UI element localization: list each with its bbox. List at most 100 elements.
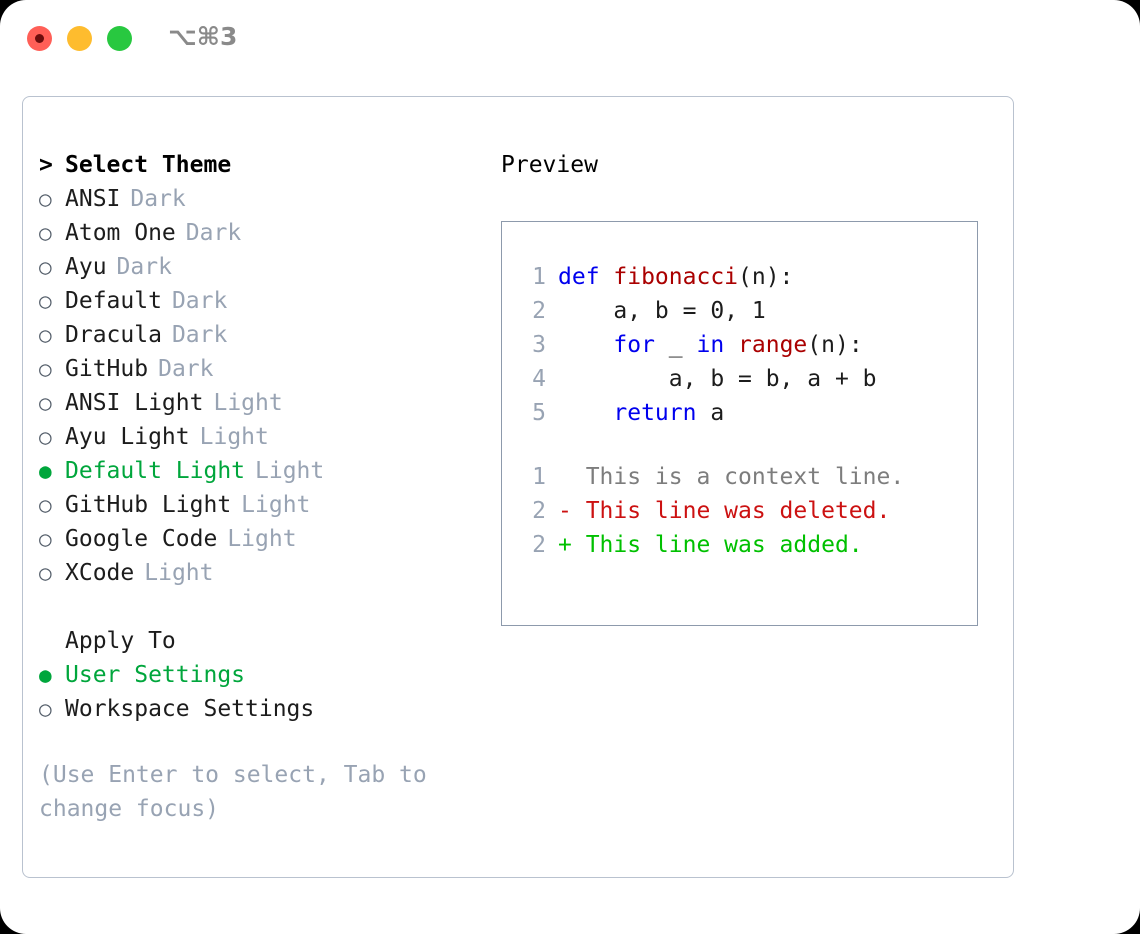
theme-label: GitHub: [65, 356, 149, 382]
zoom-button[interactable]: [107, 26, 132, 51]
line-number: 3: [532, 332, 546, 358]
code-line: 1 def fibonacci(n):: [512, 260, 971, 294]
theme-option-default-light[interactable]: ● Default Light Light: [39, 454, 479, 488]
theme-label: ANSI: [65, 186, 121, 212]
radio-icon: ○: [39, 561, 52, 585]
line-number: 2: [532, 298, 546, 324]
diff-line-deleted: 2 - This line was deleted.: [512, 494, 971, 528]
code-line: 3 for _ in range(n):: [512, 328, 971, 362]
code-content: def fibonacci(n):: [558, 260, 793, 294]
code-line: 2 a, b = 0, 1: [512, 294, 971, 328]
theme-tag: Light: [255, 458, 325, 484]
theme-tag: Light: [199, 424, 269, 450]
code-token-keyword: return: [613, 400, 697, 426]
radio-icon: ○: [39, 391, 52, 415]
theme-tag: Light: [213, 390, 283, 416]
section-gap: [39, 590, 479, 624]
diff-line-added: 2 + This line was added.: [512, 528, 971, 562]
code-token-keyword: def: [558, 264, 614, 290]
window-controls: [27, 26, 132, 51]
code-line: 4 a, b = b, a + b: [512, 362, 971, 396]
apply-to-title: Apply To: [65, 628, 176, 654]
diff-content: This is a context line.: [558, 464, 905, 490]
theme-label: XCode: [65, 560, 135, 586]
theme-picker-column: > Select Theme ○ ANSI Dark ○ Atom One Da…: [39, 148, 479, 826]
diff-line-context: 1 This is a context line.: [512, 460, 971, 494]
titlebar: ⌥⌘3: [0, 0, 1140, 78]
radio-icon: ○: [39, 289, 52, 313]
code-content: return a: [558, 396, 724, 430]
code-token-plain: [558, 332, 613, 358]
line-number: 2: [532, 498, 546, 524]
apply-to-label: User Settings: [65, 662, 246, 688]
code-content: a, b = b, a + b: [558, 366, 877, 392]
theme-tag: Dark: [116, 254, 172, 280]
line-number: 1: [532, 464, 546, 490]
preview-column: Preview 1 def fibonacci(n): 2 a, b = 0, …: [501, 148, 1001, 626]
keyboard-hint-text: (Use Enter to select, Tab to change focu…: [39, 762, 427, 822]
theme-label: Google Code: [65, 526, 218, 552]
code-token-plain: _: [654, 332, 697, 358]
theme-tag: Light: [241, 492, 311, 518]
theme-option-xcode[interactable]: ○ XCode Light: [39, 556, 479, 590]
theme-label: ANSI Light: [65, 390, 204, 416]
close-button[interactable]: [27, 26, 52, 51]
theme-option-ayu-light[interactable]: ○ Ayu Light Light: [39, 420, 479, 454]
theme-option-github-dark[interactable]: ○ GitHub Dark: [39, 352, 479, 386]
radio-icon: ○: [39, 221, 52, 245]
theme-option-default-dark[interactable]: ○ Default Dark: [39, 284, 479, 318]
minimize-button[interactable]: [67, 26, 92, 51]
caret-icon: >: [39, 152, 53, 178]
theme-tag: Light: [227, 526, 297, 552]
theme-tag: Dark: [158, 356, 214, 382]
apply-to-option-workspace-settings[interactable]: ○ Workspace Settings: [39, 692, 479, 726]
theme-tag: Dark: [171, 322, 228, 348]
line-number: 4: [532, 366, 546, 392]
theme-option-ansi-light[interactable]: ○ ANSI Light Light: [39, 386, 479, 420]
radio-selected-icon: ●: [39, 459, 52, 483]
theme-label: Default: [65, 288, 162, 314]
radio-icon: ○: [39, 697, 52, 721]
apply-to-label: Workspace Settings: [65, 696, 315, 722]
theme-tag: Dark: [130, 186, 186, 212]
close-icon: [35, 34, 44, 43]
keyboard-shortcut-label: ⌥⌘3: [168, 22, 238, 51]
code-token-plain: [558, 400, 613, 426]
code-preview: 1 def fibonacci(n): 2 a, b = 0, 1 3 for …: [512, 260, 971, 562]
hint-gap: [39, 726, 479, 758]
radio-selected-icon: ●: [39, 663, 52, 687]
theme-tag: Light: [144, 560, 214, 586]
code-token-plain: a: [696, 400, 725, 426]
theme-label: Atom One: [65, 220, 176, 246]
radio-icon: ○: [39, 323, 52, 347]
theme-option-ansi-dark[interactable]: ○ ANSI Dark: [39, 182, 479, 216]
radio-icon: ○: [39, 527, 52, 551]
code-token-function: range: [738, 332, 808, 358]
theme-option-ayu-dark[interactable]: ○ Ayu Dark: [39, 250, 479, 284]
select-theme-header: > Select Theme: [39, 148, 479, 182]
theme-tag: Dark: [171, 288, 228, 314]
theme-option-atom-one-dark[interactable]: ○ Atom One Dark: [39, 216, 479, 250]
radio-icon: ○: [39, 425, 52, 449]
theme-tag: Dark: [185, 220, 242, 246]
theme-option-github-light[interactable]: ○ GitHub Light Light: [39, 488, 479, 522]
preview-box: 1 def fibonacci(n): 2 a, b = 0, 1 3 for …: [501, 221, 978, 626]
code-token-keyword: in: [696, 332, 739, 358]
code-token-keyword: for: [613, 332, 655, 358]
code-content: for _ in range(n):: [558, 328, 863, 362]
radio-icon: ○: [39, 255, 52, 279]
theme-label: Ayu: [65, 254, 107, 280]
theme-option-dracula-dark[interactable]: ○ Dracula Dark: [39, 318, 479, 352]
code-line: 5 return a: [512, 396, 971, 430]
code-content: a, b = 0, 1: [558, 298, 766, 324]
code-token-plain: (n):: [738, 264, 794, 290]
preview-title: Preview: [501, 152, 598, 178]
theme-label: GitHub Light: [65, 492, 232, 518]
theme-option-google-code[interactable]: ○ Google Code Light: [39, 522, 479, 556]
theme-label: Dracula: [65, 322, 162, 348]
line-number: 2: [532, 532, 546, 558]
apply-to-option-user-settings[interactable]: ● User Settings: [39, 658, 479, 692]
code-token-plain: (n):: [807, 332, 863, 358]
code-spacer: [512, 430, 971, 460]
